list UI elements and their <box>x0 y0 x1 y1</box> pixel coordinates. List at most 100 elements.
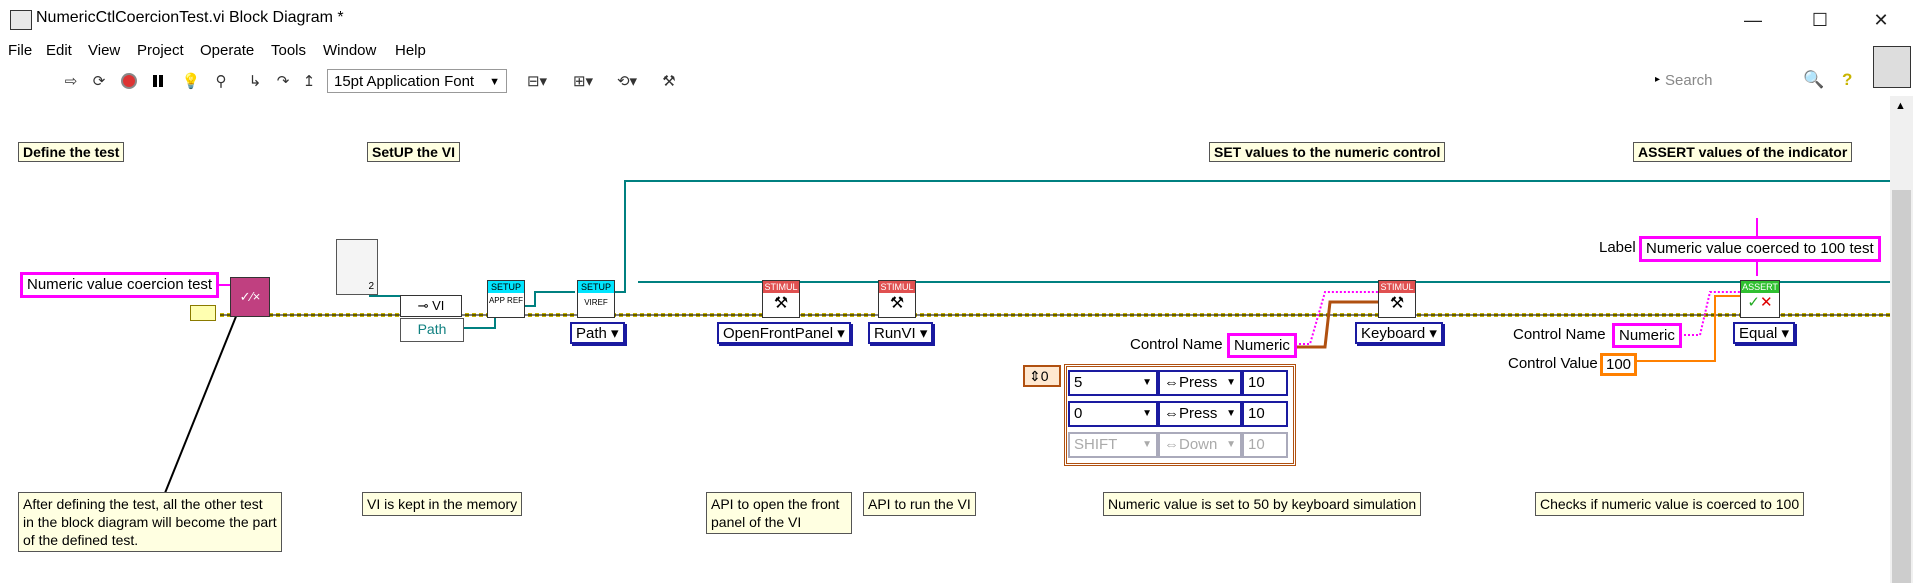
path-enum[interactable]: Path ▾ <box>570 322 625 344</box>
maximize-button[interactable]: ☐ <box>1811 9 1829 30</box>
define-test-node[interactable]: ✓⁄× <box>230 277 270 317</box>
align-objects-icon[interactable]: ⊟▾ <box>526 73 548 90</box>
action-select[interactable]: ⇔Down▼ <box>1158 432 1242 458</box>
section-label-set: SET values to the numeric control <box>1209 142 1446 162</box>
run-arrow-icon[interactable]: ⇨ <box>64 73 78 90</box>
close-button[interactable]: ✕ <box>1873 9 1889 30</box>
menu-view[interactable]: View <box>88 42 121 59</box>
control-value-constant[interactable]: 100 <box>1600 353 1638 376</box>
stimul-header: STIMUL <box>1379 281 1415 293</box>
key-cluster-row[interactable]: 0▼⇔Press▼10 <box>1068 401 1288 427</box>
test-name-constant[interactable]: Numeric value coercion test <box>20 272 220 298</box>
window-title: NumericCtlCoercionTest.vi Block Diagram … <box>36 9 344 26</box>
menu-operate[interactable]: Operate <box>200 42 255 59</box>
app-icon <box>10 10 32 30</box>
setup-viref-node[interactable]: SETUP VIREF <box>577 280 615 318</box>
menu-file[interactable]: File <box>8 42 33 59</box>
control-name-constant-2[interactable]: Numeric <box>1612 323 1682 348</box>
font-select[interactable]: 15pt Application Font ▼ <box>327 69 507 93</box>
label-constant[interactable]: Numeric value coerced to 100 test <box>1639 236 1881 262</box>
tools-icon: ⚒ <box>889 295 905 312</box>
vi-property-node[interactable]: ⊸ VI <box>400 295 462 317</box>
tools-icon: ⚒ <box>773 295 789 312</box>
setup-body: VIREF <box>584 298 608 307</box>
vi-icon[interactable] <box>1873 46 1911 88</box>
action-select[interactable]: ⇔Press▼ <box>1158 370 1242 396</box>
keyboard-enum[interactable]: Keyboard ▾ <box>1355 322 1443 344</box>
comment-run: API to run the VI <box>863 492 976 516</box>
key-select[interactable]: 0▼ <box>1068 401 1158 427</box>
label-label: Label <box>1599 239 1636 256</box>
menu-project[interactable]: Project <box>137 42 184 59</box>
comment-assert: Checks if numeric value is coerced to 10… <box>1535 492 1805 516</box>
cleanup-diagram-icon[interactable]: ⚒ <box>662 73 676 90</box>
chevron-down-icon: ▼ <box>489 76 500 88</box>
equal-enum[interactable]: Equal ▾ <box>1733 322 1796 344</box>
control-value-label: Control Value <box>1508 355 1598 372</box>
run-vi-enum[interactable]: RunVI ▾ <box>868 322 934 344</box>
search-icon[interactable]: 🔍 <box>1803 70 1825 89</box>
duration-field[interactable]: 10 <box>1242 432 1288 458</box>
assert-node[interactable]: ASSERT ✓✕ <box>1740 280 1780 318</box>
path-enum-value: Path <box>576 325 607 342</box>
stimul-open-front-panel-node[interactable]: STIMUL ⚒ <box>762 280 800 318</box>
open-front-panel-enum[interactable]: OpenFrontPanel ▾ <box>717 322 851 344</box>
menu-help[interactable]: Help <box>395 42 426 59</box>
vi-static-reference[interactable]: 2 <box>336 239 378 295</box>
section-label-define: Define the test <box>18 142 125 162</box>
minimize-button[interactable]: — <box>1744 9 1762 30</box>
array-index-display[interactable]: ⇕0 <box>1023 365 1061 387</box>
scroll-up-icon[interactable]: ▲ <box>1895 100 1906 112</box>
stimul-run-vi-node[interactable]: STIMUL ⚒ <box>878 280 916 318</box>
action-select[interactable]: ⇔Press▼ <box>1158 401 1242 427</box>
setup-app-ref-node[interactable]: SETUP APP REF <box>487 280 525 318</box>
comment-open-panel: API to open the front panel of the VI <box>706 492 852 534</box>
assert-header: ASSERT <box>1741 281 1779 293</box>
error-cluster-constant[interactable] <box>190 305 216 321</box>
link-icon: ⊸ <box>417 298 433 313</box>
menu-edit[interactable]: Edit <box>46 42 72 59</box>
control-name-constant-1[interactable]: Numeric <box>1227 333 1297 358</box>
search-expand-icon[interactable]: ▸ <box>1655 74 1661 85</box>
tools-icon: ⚒ <box>1389 295 1405 312</box>
font-select-value: 15pt Application Font <box>334 73 475 90</box>
stimul-header: STIMUL <box>879 281 915 293</box>
control-name-label-1: Control Name <box>1130 336 1223 353</box>
stimul-header: STIMUL <box>763 281 799 293</box>
menu-window[interactable]: Window <box>323 42 377 59</box>
setup-body: APP REF <box>488 296 524 305</box>
stimul-keyboard-node[interactable]: STIMUL ⚒ <box>1378 280 1416 318</box>
distribute-objects-icon[interactable]: ⊞▾ <box>572 73 594 90</box>
comment-define: After defining the test, all the other t… <box>18 492 282 552</box>
run-continuously-icon[interactable]: ⟳ <box>92 73 106 90</box>
highlight-execution-icon[interactable]: 💡 <box>181 73 201 90</box>
search-input[interactable]: Search <box>1650 70 1825 92</box>
scrollbar-thumb[interactable] <box>1892 190 1911 583</box>
step-out-icon[interactable]: ↥ <box>302 73 316 90</box>
keyboard-enum-value: Keyboard <box>1361 325 1426 342</box>
setup-header: SETUP <box>488 281 524 293</box>
reorder-icon[interactable]: ⟲▾ <box>616 73 638 90</box>
key-cluster-row[interactable]: 5▼⇔Press▼10 <box>1068 370 1288 396</box>
help-icon[interactable]: ? <box>1842 70 1853 89</box>
equal-enum-value: Equal <box>1739 325 1778 342</box>
comment-keyboard: Numeric value is set to 50 by keyboard s… <box>1103 492 1422 516</box>
key-select[interactable]: 5▼ <box>1068 370 1158 396</box>
abort-icon[interactable] <box>118 70 140 92</box>
pause-icon[interactable] <box>147 70 169 92</box>
duration-field[interactable]: 10 <box>1242 370 1288 396</box>
search-placeholder: Search <box>1665 72 1713 89</box>
open-front-panel-value: OpenFrontPanel <box>723 325 834 342</box>
control-name-label-2: Control Name <box>1513 326 1606 343</box>
retain-wire-values-icon[interactable]: ⚲ <box>215 73 227 90</box>
step-into-icon[interactable]: ↳ <box>248 73 262 90</box>
duration-field[interactable]: 10 <box>1242 401 1288 427</box>
menu-tools[interactable]: Tools <box>271 42 307 59</box>
check-x-icon: ✓✕ <box>1747 294 1773 311</box>
key-cluster-row[interactable]: SHIFT▼⇔Down▼10 <box>1068 432 1288 458</box>
vi-path-property[interactable]: Path <box>400 318 464 342</box>
vi-ref-number: 2 <box>368 281 374 292</box>
section-label-setup: SetUP the VI <box>367 142 460 162</box>
step-over-icon[interactable]: ↷ <box>276 73 290 90</box>
key-select[interactable]: SHIFT▼ <box>1068 432 1158 458</box>
